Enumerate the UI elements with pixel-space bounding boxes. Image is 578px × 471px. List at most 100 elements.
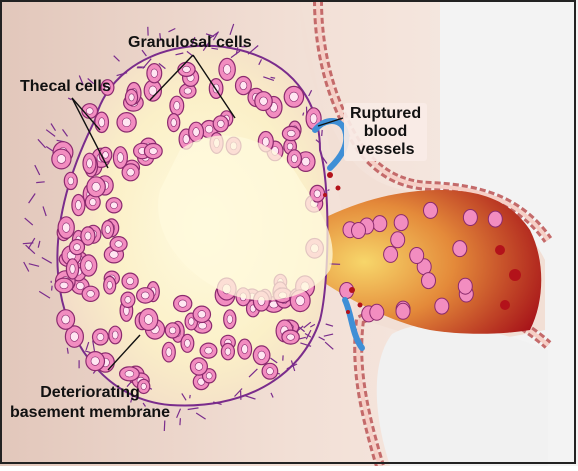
outer-surface <box>377 324 548 466</box>
cell-nucleus <box>107 281 112 289</box>
cell-nucleus <box>287 334 295 340</box>
cell-nucleus <box>198 311 206 318</box>
released-cell <box>488 211 502 227</box>
cell-nucleus <box>242 345 248 354</box>
cell-nucleus <box>260 97 268 105</box>
cell-nucleus <box>87 159 93 168</box>
cell-nucleus <box>223 65 230 75</box>
cell-nucleus <box>62 223 69 233</box>
released-cell <box>384 246 398 262</box>
released-cell <box>463 210 477 226</box>
cell-nucleus <box>183 66 191 72</box>
cell-nucleus <box>227 315 233 323</box>
thecal-strand <box>180 418 181 425</box>
cell-nucleus <box>141 292 149 299</box>
cell-nucleus <box>60 282 68 289</box>
cell-nucleus <box>198 322 206 329</box>
cell-nucleus <box>99 118 105 127</box>
cell-nucleus <box>287 130 295 136</box>
label-deteriorating-membrane: Deteriorating basement membrane <box>10 383 170 423</box>
cell-nucleus <box>85 261 92 271</box>
cell-nucleus <box>125 371 134 377</box>
granulosal-text: Granulosal cells <box>128 34 252 51</box>
cell-nucleus <box>91 357 99 366</box>
thecal-strand <box>52 286 53 291</box>
deteriorating-line-1: Deteriorating <box>10 383 170 403</box>
cell-nucleus <box>144 315 152 325</box>
thecal-strand <box>190 395 191 398</box>
cell-nucleus <box>122 118 131 127</box>
cell-nucleus <box>225 348 231 355</box>
cell-nucleus <box>86 108 93 115</box>
ruptured-line-3: vessels <box>350 141 421 159</box>
cell-nucleus <box>117 153 123 163</box>
cell-nucleus <box>127 278 134 285</box>
cell-nucleus <box>87 290 95 297</box>
cell-nucleus <box>189 318 195 326</box>
cell-nucleus <box>111 202 118 209</box>
cell-nucleus <box>125 296 131 303</box>
cell-nucleus <box>240 82 247 90</box>
cell-nucleus <box>171 119 177 127</box>
cell-nucleus <box>70 264 75 273</box>
thecal-strand <box>36 182 45 183</box>
cell-nucleus <box>206 373 212 379</box>
cell-nucleus <box>184 88 191 94</box>
cell-nucleus <box>183 135 189 144</box>
cell-nucleus <box>310 114 317 124</box>
cell-nucleus <box>314 190 321 198</box>
cell-nucleus <box>169 327 176 334</box>
released-cell <box>396 303 410 319</box>
label-ruptured-blood-vessels: Ruptured blood vessels <box>344 103 427 161</box>
cell-nucleus <box>193 128 200 137</box>
cell-nucleus <box>68 177 74 185</box>
cell-nucleus <box>129 94 134 101</box>
released-cell <box>391 232 405 248</box>
cell-nucleus <box>57 155 66 164</box>
cell-nucleus <box>185 339 191 347</box>
released-cell <box>394 215 408 231</box>
cell-nucleus <box>74 244 81 251</box>
cell-nucleus <box>179 300 187 307</box>
cell-nucleus <box>92 182 100 191</box>
cell-nucleus <box>149 148 157 155</box>
cell-nucleus <box>97 333 104 340</box>
released-cell <box>458 278 472 294</box>
thecal-strand <box>322 130 323 136</box>
cell-nucleus <box>76 282 84 289</box>
released-cell <box>373 216 387 232</box>
cell-nucleus <box>205 125 213 133</box>
cell-nucleus <box>166 348 172 357</box>
label-granulosal-cells: Granulosal cells <box>128 34 252 52</box>
cell-nucleus <box>290 92 299 101</box>
cell-nucleus <box>151 69 158 78</box>
released-cell <box>370 304 384 320</box>
cell-nucleus <box>258 351 265 359</box>
thecal-strand <box>271 77 276 78</box>
released-cell <box>410 248 424 264</box>
cell-nucleus <box>105 226 110 234</box>
cell-nucleus <box>76 200 82 210</box>
released-cell <box>422 273 436 289</box>
released-cell <box>453 241 467 257</box>
cell-nucleus <box>85 232 91 240</box>
cell-nucleus <box>70 332 78 342</box>
cell-nucleus <box>62 315 70 324</box>
cell-nucleus <box>112 331 118 339</box>
cell-nucleus <box>115 241 123 248</box>
ruptured-line-1: Ruptured <box>350 105 421 123</box>
ruptured-line-2: blood <box>350 123 421 141</box>
cell-nucleus <box>90 199 97 206</box>
released-cell <box>435 298 449 314</box>
cell-nucleus <box>266 368 273 375</box>
cell-nucleus <box>291 155 297 163</box>
cell-nucleus <box>127 169 135 177</box>
released-cell <box>424 202 438 218</box>
cell-nucleus <box>205 347 213 354</box>
cell-nucleus <box>302 157 310 166</box>
cell-nucleus <box>287 143 293 150</box>
thecal-text: Thecal cells <box>20 78 111 95</box>
cell-nucleus <box>103 152 109 159</box>
cell-nucleus <box>296 296 305 306</box>
